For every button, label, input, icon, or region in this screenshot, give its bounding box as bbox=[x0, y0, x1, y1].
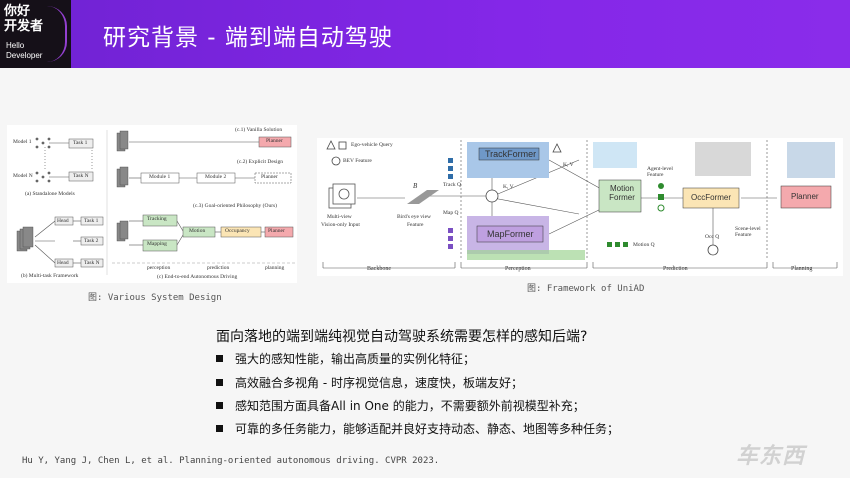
system-design-figure: Model 1 Model N Task 1 Task N (a) Standa… bbox=[7, 125, 297, 283]
label-taskNb: Task N bbox=[84, 260, 100, 266]
label-prediction-r: Prediction bbox=[663, 266, 688, 272]
system-design-diagram bbox=[16, 130, 295, 275]
logo-line1: 你好 bbox=[4, 4, 31, 19]
label-motion-former: Motion Former bbox=[609, 184, 635, 202]
label-mapping: Mapping bbox=[147, 241, 167, 247]
label-perception: perception bbox=[147, 265, 171, 271]
label-kv2: K, V bbox=[563, 162, 574, 168]
label-task1a: Task 1 bbox=[73, 140, 88, 146]
label-taskNa: Task N bbox=[73, 173, 89, 179]
uniad-framework-figure: Ego-vehicle Query BEV Feature Multi-view… bbox=[317, 138, 843, 276]
label-planning-r: Planning bbox=[791, 266, 813, 272]
label-planner: Planner bbox=[791, 192, 819, 201]
label-occ-q: Occ Q bbox=[705, 234, 720, 240]
bullet-square-icon bbox=[216, 379, 223, 386]
label-module1: Module 1 bbox=[149, 174, 171, 180]
label-agent-feature: Agent-level Feature bbox=[647, 166, 673, 178]
label-module2: Module 2 bbox=[205, 174, 227, 180]
label-mapformer: MapFormer bbox=[487, 229, 534, 239]
logo-line2: 开发者 bbox=[4, 19, 44, 34]
watermark-logo: 车东西 bbox=[736, 444, 806, 469]
right-figure-caption: 图: Framework of UniAD bbox=[527, 284, 645, 294]
label-perception-r: Perception bbox=[505, 266, 531, 272]
label-motion-q: Motion Q bbox=[633, 242, 655, 248]
bullet-item: 可靠的多任务能力，能够适配并良好支持动态、静态、地图等多种任务； bbox=[216, 420, 619, 437]
label-c1: (c.1) Vanilla Solution bbox=[235, 127, 283, 133]
label-modelN: Model N bbox=[13, 173, 33, 179]
label-motion: Motion bbox=[189, 228, 206, 234]
label-bev-feature: BEV Feature bbox=[343, 158, 372, 164]
slide-title: 研究背景 - 端到端自动驾驶 bbox=[103, 25, 393, 51]
label-planner3: Planner bbox=[268, 228, 285, 234]
label-planner2: Planner bbox=[261, 174, 278, 180]
label-multiview: Multi-view bbox=[327, 214, 352, 220]
label-trackformer: TrackFormer bbox=[485, 149, 537, 159]
citation: Hu Y, Yang J, Chen L, et al. Planning-or… bbox=[22, 456, 440, 466]
label-tracking: Tracking bbox=[147, 216, 167, 222]
logo-line3: Hello bbox=[6, 41, 25, 50]
label-planning: planning bbox=[265, 265, 285, 271]
label-c-caption: (c) End-to-end Autonomous Driving bbox=[157, 274, 238, 280]
label-prediction: prediction bbox=[207, 265, 230, 271]
label-headN: Head bbox=[57, 260, 69, 266]
bullet-square-icon bbox=[216, 402, 223, 409]
logo-line4: Developer bbox=[6, 51, 43, 60]
uniad-framework-diagram bbox=[322, 140, 838, 269]
label-birds-eye: Bird's eye view bbox=[397, 214, 431, 220]
bullet-square-icon bbox=[216, 425, 223, 432]
bullet-item: 强大的感知性能，输出高质量的实例化特征； bbox=[216, 350, 475, 367]
label-track-q: Track Q bbox=[443, 182, 461, 188]
label-occupancy: Occupancy bbox=[225, 228, 250, 234]
label-scene-feature: Scene-level Feature bbox=[735, 226, 761, 238]
label-backbone: Backbone bbox=[367, 266, 391, 272]
title-bar bbox=[0, 0, 850, 68]
left-figure-caption: 图: Various System Design bbox=[88, 293, 222, 303]
label-ego-query: Ego-vehicle Query bbox=[351, 142, 393, 148]
label-model1: Model 1 bbox=[13, 139, 32, 145]
logo-swoosh bbox=[47, 6, 67, 62]
label-b-symbol: B bbox=[413, 182, 418, 190]
label-feature: Feature bbox=[407, 222, 424, 228]
label-map-q: Map Q bbox=[443, 210, 459, 216]
label-standalone: (a) Standalone Models bbox=[25, 191, 75, 197]
bullet-square-icon bbox=[216, 355, 223, 362]
label-multitask: (b) Multi-task Framework bbox=[21, 273, 79, 279]
bullet-item: 感知范围方面具备All in One 的能力，不需要额外前视模型补充； bbox=[216, 397, 585, 414]
label-occformer: OccFormer bbox=[691, 193, 731, 202]
label-planner1: Planner bbox=[266, 138, 283, 144]
label-head1: Head bbox=[57, 218, 69, 224]
label-c2: (c.2) Explicit Design bbox=[237, 159, 283, 165]
bullet-item: 高效融合多视角 - 时序视觉信息，速度快，板端友好； bbox=[216, 374, 523, 391]
label-vision-input: Vision-only Input bbox=[321, 222, 360, 228]
label-c3: (c.3) Goal-oriented Philosophy (Ours) bbox=[193, 203, 278, 209]
label-task2b: Task 2 bbox=[84, 238, 99, 244]
section-question: 面向落地的端到端纯视觉自动驾驶系统需要怎样的感知后端? bbox=[216, 329, 588, 345]
label-task1b: Task 1 bbox=[84, 218, 99, 224]
brand-logo: 你好 开发者 Hello Developer bbox=[0, 0, 71, 68]
label-kv1: K, V bbox=[503, 184, 514, 190]
